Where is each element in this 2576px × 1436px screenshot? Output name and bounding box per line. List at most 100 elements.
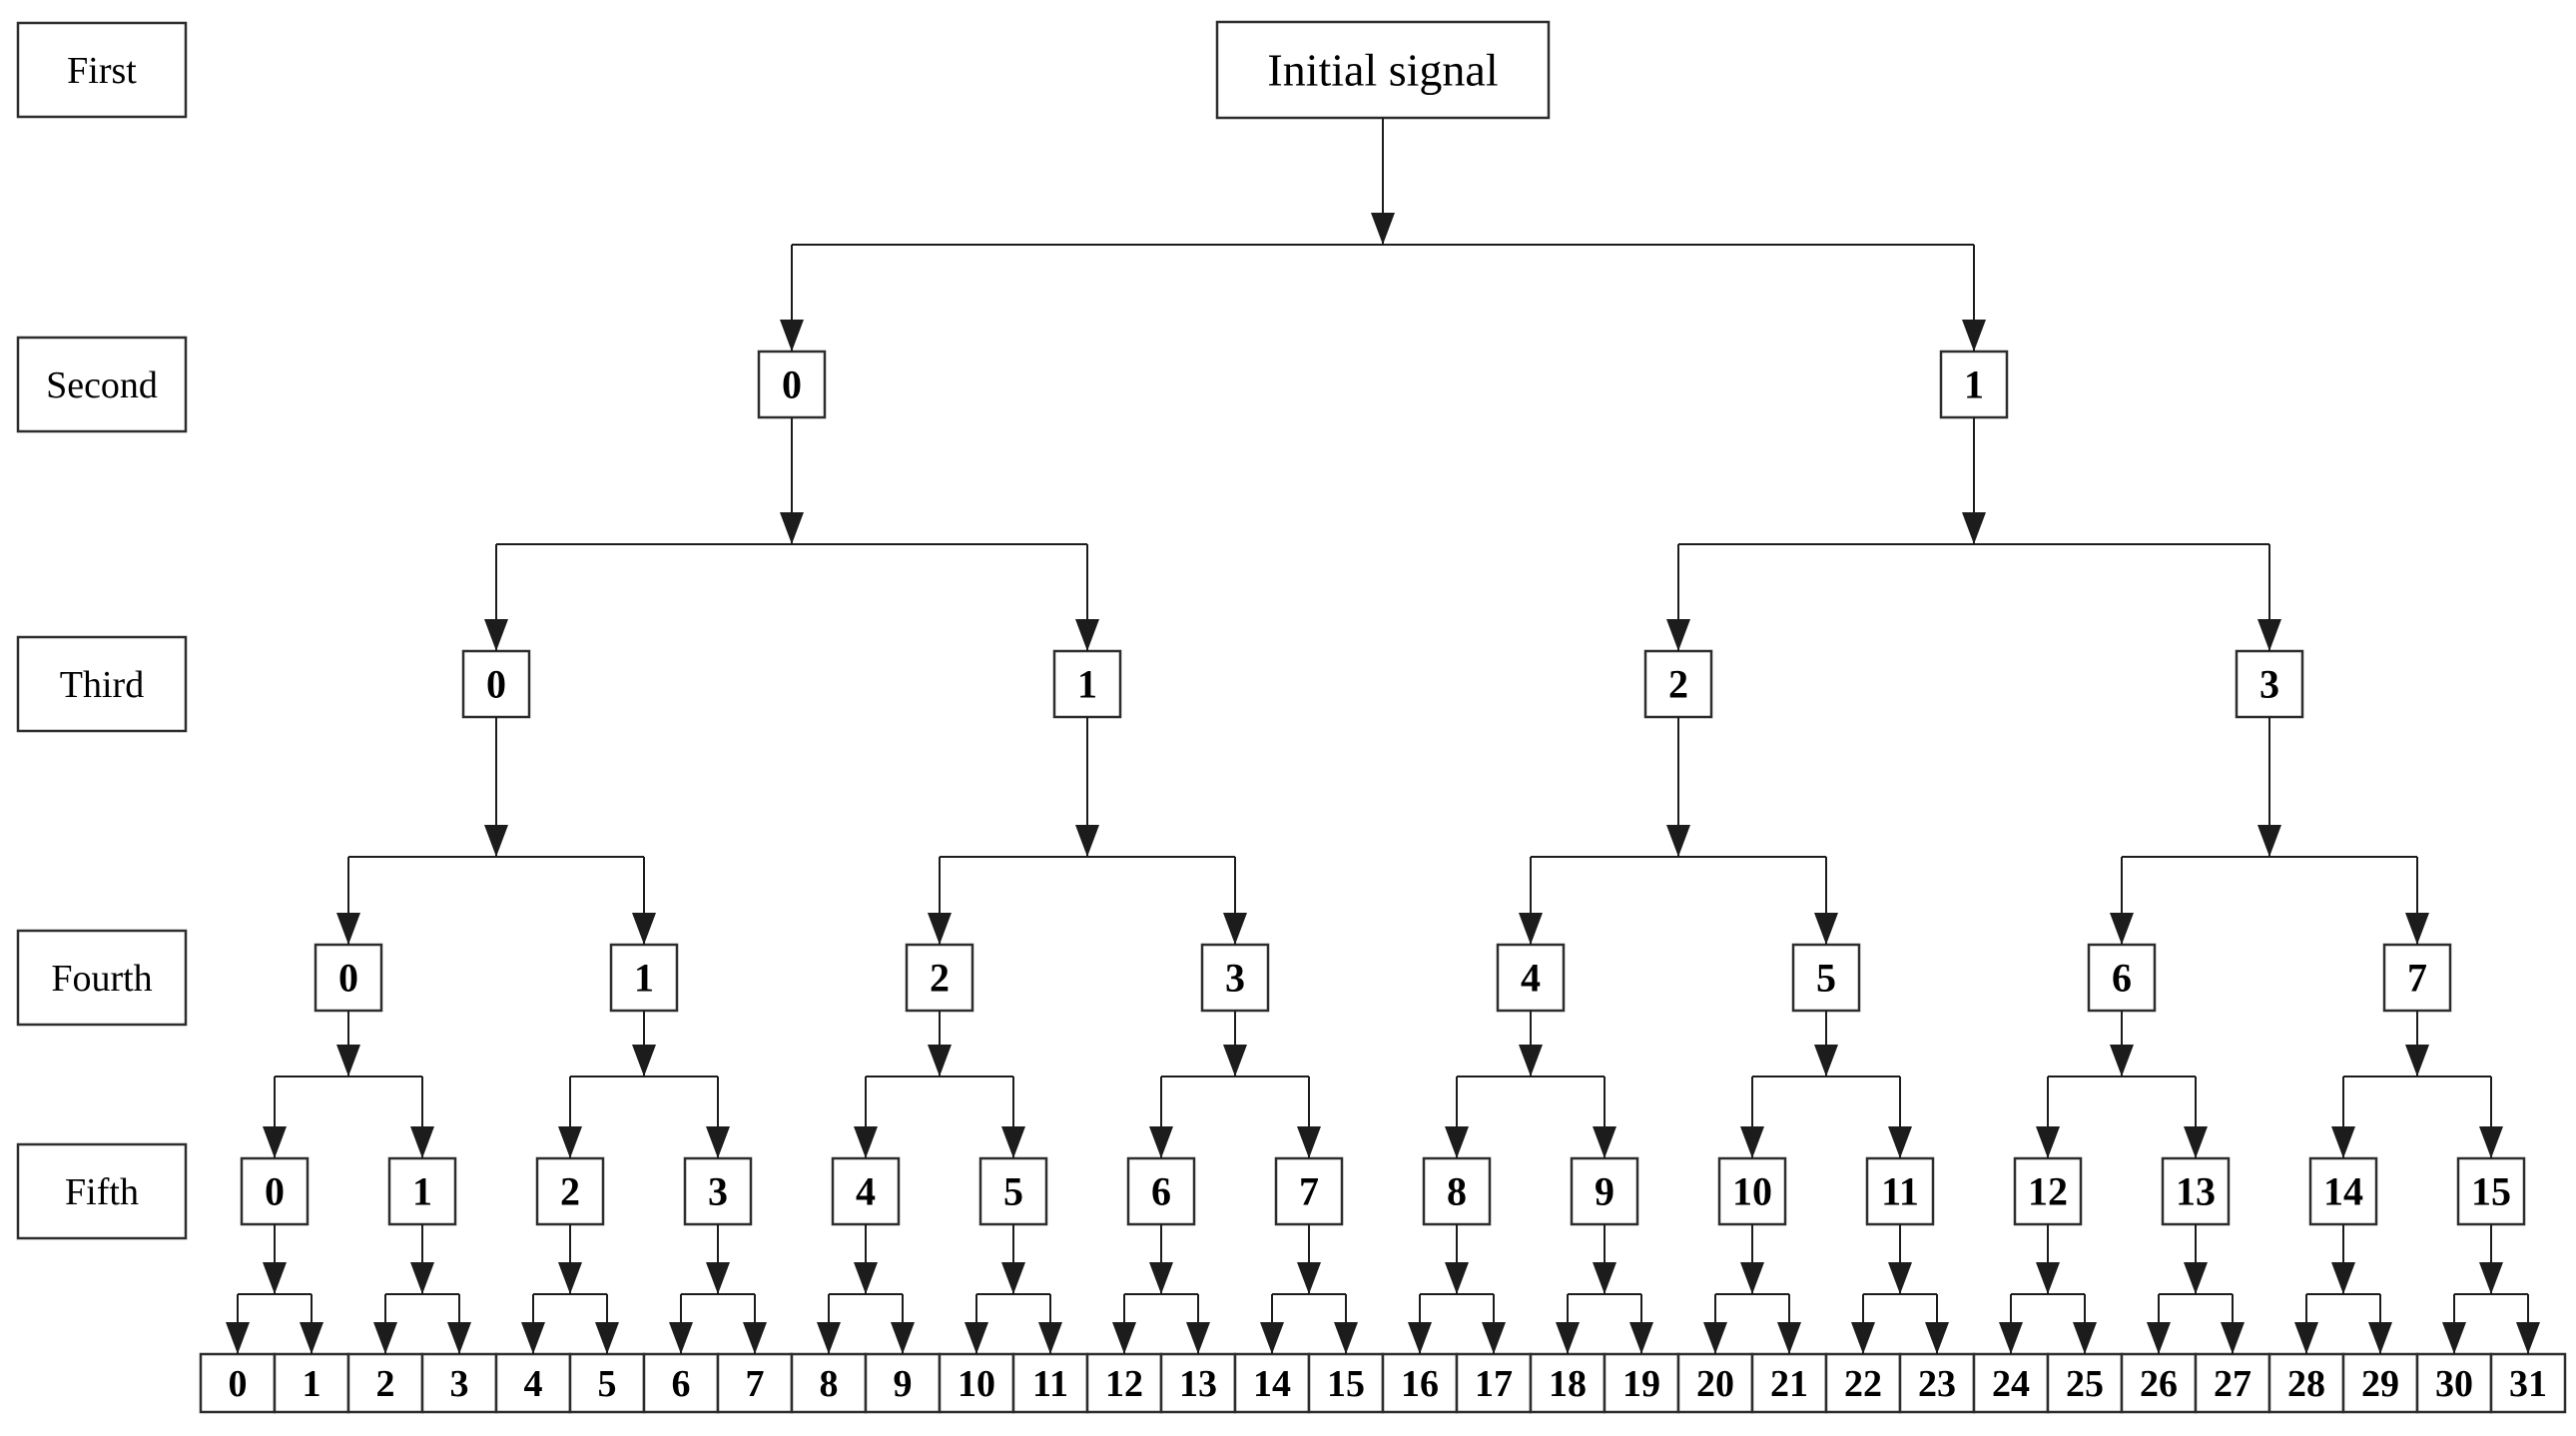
output-cell-1-box <box>273 1352 350 1414</box>
output-cell-10-box <box>938 1352 1015 1414</box>
arrow-head-icon <box>558 1126 582 1158</box>
arrow-head-icon <box>780 320 804 352</box>
arrow-head-icon <box>2036 1262 2060 1294</box>
level-fifth-node-0-label: 0 <box>265 1169 285 1214</box>
level-fourth-node-7-box <box>2382 943 2452 1013</box>
arrow-head-icon <box>1740 1126 1764 1158</box>
arrow-head-icon <box>2257 825 2281 857</box>
arrow-head-icon <box>1666 619 1690 651</box>
level-fifth-node-6-label: 6 <box>1151 1169 1171 1214</box>
level-second-node-0-label: 0 <box>782 362 802 407</box>
level-fifth-node-12-label: 12 <box>2028 1169 2068 1214</box>
arrow-head-icon <box>706 1126 730 1158</box>
output-cell-22-label: 22 <box>1844 1363 1882 1405</box>
arrow-head-icon <box>817 1322 841 1354</box>
output-cell-6-label: 6 <box>672 1363 691 1405</box>
level-fourth-node-2-label: 2 <box>930 956 950 1001</box>
arrow-head-icon <box>263 1126 287 1158</box>
level-third-node-2-box <box>1643 649 1713 719</box>
arrow-head-icon <box>410 1262 434 1294</box>
output-cell-3-label: 3 <box>450 1363 469 1405</box>
arrow-head-icon <box>1629 1322 1653 1354</box>
level-fifth-node-7-label: 7 <box>1299 1169 1319 1214</box>
arrow-head-icon <box>2184 1262 2208 1294</box>
level-second-node-1-box <box>1939 350 2009 419</box>
output-cell-1-label: 1 <box>303 1363 322 1405</box>
arrow-head-icon <box>1445 1262 1469 1294</box>
level-fifth-node-9-label: 9 <box>1595 1169 1614 1214</box>
arrow-head-icon <box>928 913 952 945</box>
arrow-head-icon <box>706 1262 730 1294</box>
arrow-head-icon <box>891 1322 915 1354</box>
output-cell-11-label: 11 <box>1032 1363 1068 1405</box>
level-second-node-1-label: 1 <box>1964 362 1984 407</box>
level-fourth-node-6-box <box>2087 943 2157 1013</box>
arrow-head-icon <box>263 1262 287 1294</box>
arrow-head-icon <box>2516 1322 2540 1354</box>
output-cell-7-label: 7 <box>746 1363 765 1405</box>
arrow-head-icon <box>521 1322 545 1354</box>
arrow-head-icon <box>2036 1126 2060 1158</box>
output-cell-12-label: 12 <box>1105 1363 1143 1405</box>
output-cell-22-box <box>1824 1352 1902 1414</box>
arrow-head-icon <box>1223 1045 1247 1077</box>
level-fourth-node-7-label: 7 <box>2407 956 2427 1001</box>
arrow-head-icon <box>1038 1322 1062 1354</box>
arrow-head-icon <box>1666 825 1690 857</box>
output-cell-0-label: 0 <box>229 1363 248 1405</box>
arrow-head-icon <box>2147 1322 2171 1354</box>
row-label-second-box <box>16 336 188 433</box>
arrow-head-icon <box>1371 213 1395 245</box>
arrow-head-icon <box>1519 1045 1543 1077</box>
arrow-head-icon <box>1777 1322 1801 1354</box>
arrow-head-icon <box>300 1322 323 1354</box>
arrow-head-icon <box>1593 1262 1616 1294</box>
arrow-head-icon <box>595 1322 619 1354</box>
arrow-head-icon <box>1149 1126 1173 1158</box>
output-cell-4-label: 4 <box>524 1363 543 1405</box>
level-fifth-node-10-label: 10 <box>1732 1169 1772 1214</box>
output-cell-23-label: 23 <box>1918 1363 1956 1405</box>
output-cell-20-box <box>1676 1352 1754 1414</box>
output-cell-19-label: 19 <box>1622 1363 1660 1405</box>
level-fourth-node-6-label: 6 <box>2112 956 2132 1001</box>
level-fifth-node-15-box <box>2456 1156 2526 1226</box>
arrow-head-icon <box>854 1262 878 1294</box>
output-cell-28-label: 28 <box>2287 1363 2325 1405</box>
output-cell-16-label: 16 <box>1401 1363 1439 1405</box>
row-label-first-box <box>16 21 188 119</box>
output-cell-5-label: 5 <box>598 1363 617 1405</box>
arrow-head-icon <box>1888 1126 1912 1158</box>
arrow-head-icon <box>1001 1262 1025 1294</box>
output-cell-9-label: 9 <box>894 1363 913 1405</box>
row-label-third-box <box>16 635 188 733</box>
arrow-head-icon <box>2257 619 2281 651</box>
arrow-head-icon <box>1334 1322 1358 1354</box>
level-fourth-node-3-box <box>1200 943 1270 1013</box>
output-cell-30-label: 30 <box>2435 1363 2473 1405</box>
output-cell-14-label: 14 <box>1253 1363 1291 1405</box>
arrow-head-icon <box>965 1322 988 1354</box>
arrow-head-icon <box>632 1045 656 1077</box>
arrow-head-icon <box>336 913 360 945</box>
arrow-head-icon <box>1925 1322 1949 1354</box>
arrow-head-icon <box>1260 1322 1284 1354</box>
arrow-head-icon <box>447 1322 471 1354</box>
output-cell-2-label: 2 <box>376 1363 395 1405</box>
arrow-head-icon <box>632 913 656 945</box>
output-cell-24-label: 24 <box>1992 1363 2030 1405</box>
arrow-head-icon <box>2405 1045 2429 1077</box>
output-cell-25-box <box>2046 1352 2124 1414</box>
arrow-head-icon <box>780 512 804 544</box>
level-fifth-node-15-label: 15 <box>2471 1169 2511 1214</box>
row-label-fifth-box <box>16 1142 188 1240</box>
arrow-head-icon <box>1962 320 1986 352</box>
arrow-head-icon <box>1223 913 1247 945</box>
arrow-head-icon <box>2331 1262 2355 1294</box>
output-cell-25-label: 25 <box>2066 1363 2104 1405</box>
arrow-head-icon <box>2294 1322 2318 1354</box>
row-label-third-label: Third <box>60 664 144 706</box>
arrow-head-icon <box>226 1322 250 1354</box>
output-cell-18-label: 18 <box>1549 1363 1587 1405</box>
